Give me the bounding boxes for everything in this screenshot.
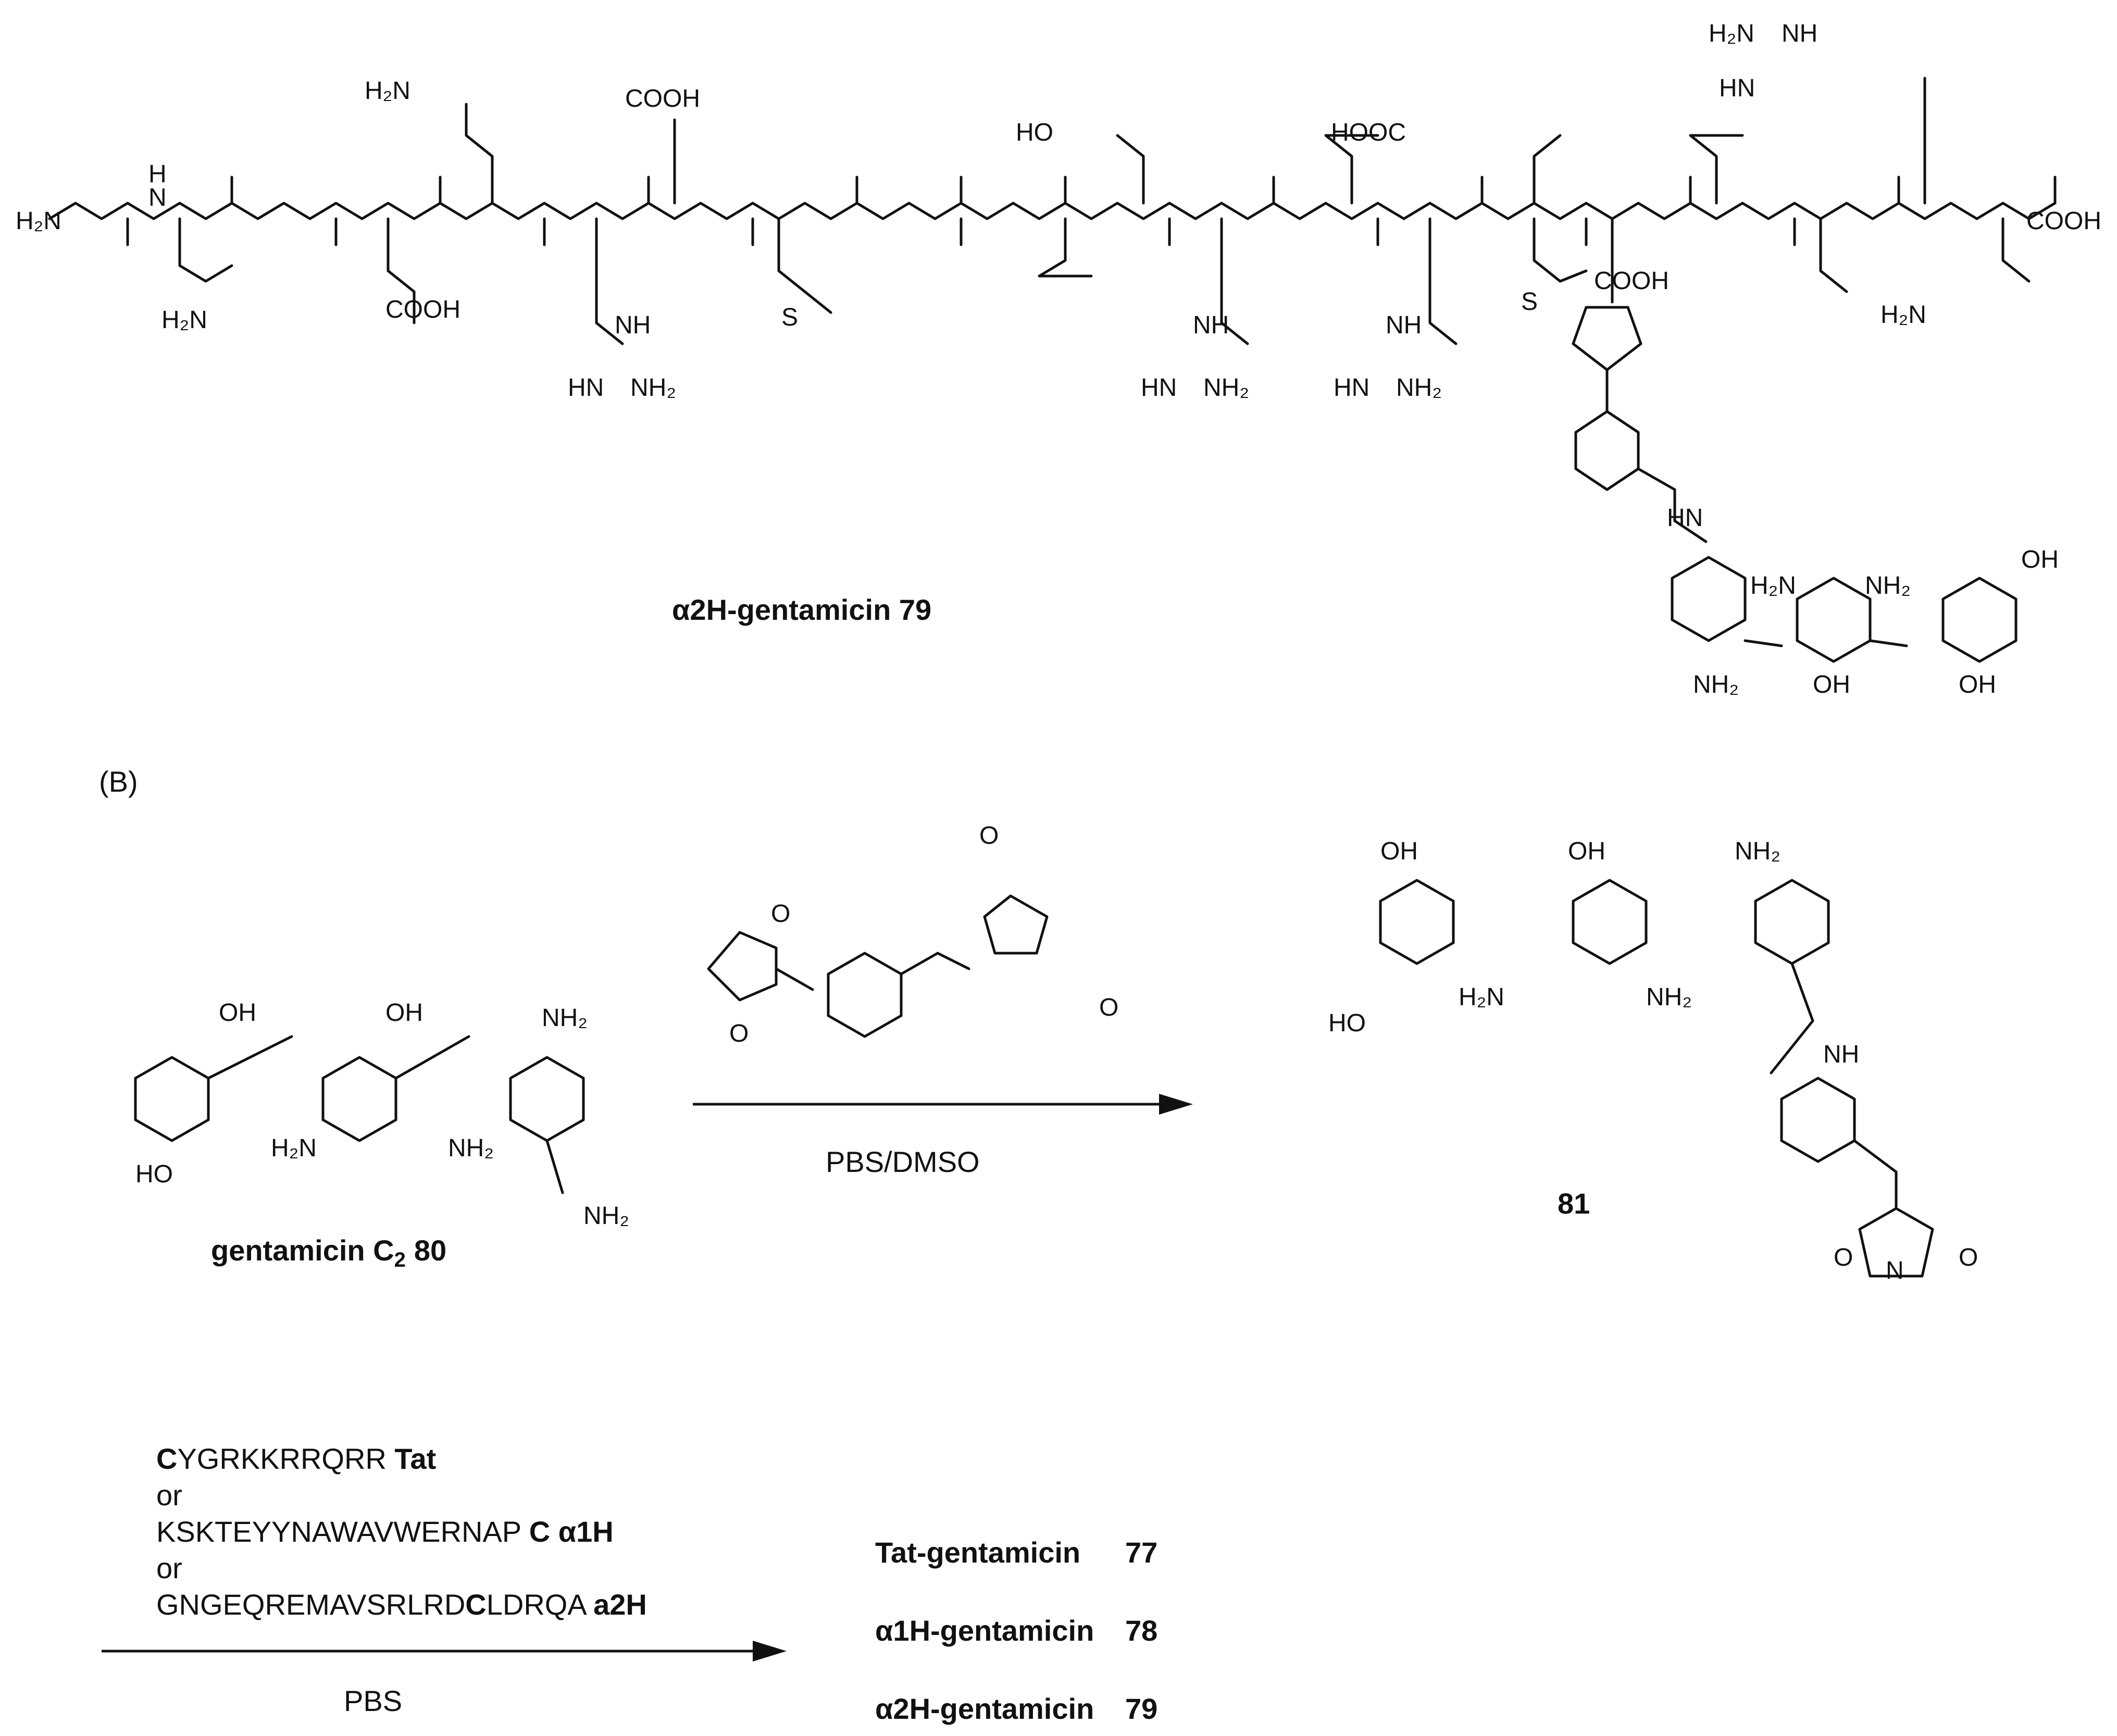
- product-78-name: α1H-gentamicin: [875, 1614, 1094, 1647]
- atom-label-hooc: HOOC: [1331, 119, 1406, 146]
- smcc-reagent-structure: [707, 894, 1049, 1038]
- peptide-or-1: or: [156, 1479, 182, 1512]
- product-77-num: 77: [1125, 1536, 1157, 1569]
- atom-label-s-met: S: [781, 304, 798, 331]
- reaction-arrow-2-head: [753, 1641, 787, 1662]
- atom-h2n-80: H₂N: [271, 1134, 317, 1162]
- atom-o-81a: O: [1834, 1244, 1853, 1271]
- atom-label-hn-arg3: HN: [1334, 374, 1369, 402]
- atom-nh2-81b: NH₂: [1646, 983, 1692, 1011]
- reaction-arrow-1-head: [1159, 1094, 1193, 1115]
- atom-label-h2n: H₂N: [16, 207, 61, 235]
- compound-81-structure: [1379, 879, 1934, 1278]
- atom-label-nh-arg2: NH: [1193, 311, 1229, 339]
- product-78-num: 78: [1125, 1614, 1157, 1647]
- atom-ho-81: HO: [1328, 1009, 1366, 1037]
- peptide-line-tat: CYGRKKRRQRR Tat: [156, 1442, 436, 1475]
- product-list: Tat-gentamicin 77 α1H-gentamicin 78 α2H-…: [875, 1536, 1157, 1725]
- atom-label-nh2-arg2: NH₂: [1203, 374, 1249, 402]
- reaction1-conditions: PBS/DMSO: [826, 1145, 980, 1178]
- compound-79-label: α2H-gentamicin 79: [672, 593, 931, 626]
- succinimide-linker: [1533, 217, 1708, 543]
- atom-o-smcc4: O: [1099, 994, 1118, 1021]
- atom-ho-80: HO: [135, 1160, 173, 1188]
- product-79-name: α2H-gentamicin: [875, 1692, 1094, 1725]
- product-79-num: 79: [1125, 1692, 1157, 1725]
- atom-oh-80a: OH: [219, 999, 256, 1027]
- atom-oh-81b: OH: [1568, 838, 1605, 865]
- atom-nh2-80b: NH₂: [448, 1134, 494, 1162]
- atom-h2n-81: H₂N: [1459, 983, 1504, 1011]
- atom-label-nh2-arg1: NH₂: [630, 374, 676, 402]
- atom-label-hn-arg1: HN: [568, 374, 604, 402]
- atom-label-cooh-4: COOH: [2026, 207, 2101, 235]
- atom-label-h2n-asn2: H₂N: [1881, 301, 1926, 329]
- atom-label-hn-amide: HN: [1667, 504, 1703, 532]
- atom-label-nh2-bottom: NH₂: [1693, 671, 1739, 698]
- atom-label-oh-ring: OH: [2021, 546, 2059, 573]
- gentamicin-c2-structure: [134, 1035, 585, 1194]
- atom-label-h2n-ring: H₂N: [1750, 572, 1796, 600]
- peptide-options: CYGRKKRRQRR Tat or KSKTEYYNAWAVWERNAP C …: [156, 1442, 647, 1621]
- peptide-backbone: [48, 77, 2057, 663]
- atom-label-oh-bottom1: OH: [1813, 671, 1850, 698]
- atom-oh-80b: OH: [385, 999, 423, 1027]
- top-atom-labels: H₂N H N H₂N COOH H₂N COOH NH HN NH₂ S HO…: [16, 20, 2101, 698]
- atom-label-h: H: [148, 160, 167, 188]
- atom-nh2-80a: NH₂: [542, 1004, 588, 1032]
- atom-o-smcc1: O: [771, 900, 790, 928]
- atom-label-h2n-asn: H₂N: [161, 306, 207, 334]
- peptide-line-a1h: KSKTEYYNAWAVWERNAP C α1H: [156, 1515, 614, 1548]
- atom-label-hn-arg2: HN: [1141, 374, 1177, 402]
- atom-label-h2n-arg4: H₂N: [1709, 20, 1754, 47]
- atom-label-cooh-3: COOH: [1594, 267, 1669, 295]
- compound-81-label: 81: [1558, 1187, 1590, 1220]
- atom-label-nh2-ring: NH₂: [1865, 572, 1911, 600]
- atom-label-nh2-arg3: NH₂: [1396, 374, 1442, 402]
- reaction2-conditions: PBS: [344, 1684, 402, 1717]
- atom-label-cooh-1: COOH: [385, 296, 460, 323]
- atom-n-81: N: [1886, 1257, 1904, 1284]
- gentamicin-moiety-top: [1671, 556, 2018, 663]
- panel-b-label: (B): [99, 765, 138, 798]
- atom-label-hn-arg4: HN: [1719, 74, 1755, 102]
- atom-label-nh-arg4: NH: [1782, 20, 1817, 47]
- atom-oh-81a: OH: [1380, 838, 1418, 865]
- peptide-or-2: or: [156, 1552, 182, 1584]
- atom-o-81b: O: [1959, 1244, 1978, 1271]
- product-77-name: Tat-gentamicin: [875, 1536, 1080, 1569]
- atom-label-cooh-2: COOH: [625, 85, 700, 113]
- atom-label-nh-arg3: NH: [1386, 311, 1422, 339]
- atom-nh2-81a: NH₂: [1735, 838, 1780, 865]
- peptide-line-a2h: GNGEQREMAVSRLRDCLDRQA a2H: [156, 1588, 647, 1621]
- atom-label-nh-arg1: NH: [615, 311, 651, 339]
- atom-o-smcc3: O: [979, 822, 999, 850]
- atom-label-h2n-gln: H₂N: [365, 77, 410, 105]
- atom-label-oh-bottom2: OH: [1959, 671, 1996, 698]
- atom-label-ho-ser: HO: [1016, 119, 1053, 146]
- atom-nh2-80c: NH₂: [583, 1202, 629, 1230]
- atom-label-n: N: [148, 184, 167, 211]
- atom-label-s-cys: S: [1521, 288, 1538, 316]
- atom-o-smcc2: O: [729, 1020, 749, 1047]
- atom-nh-81: NH: [1823, 1041, 1859, 1068]
